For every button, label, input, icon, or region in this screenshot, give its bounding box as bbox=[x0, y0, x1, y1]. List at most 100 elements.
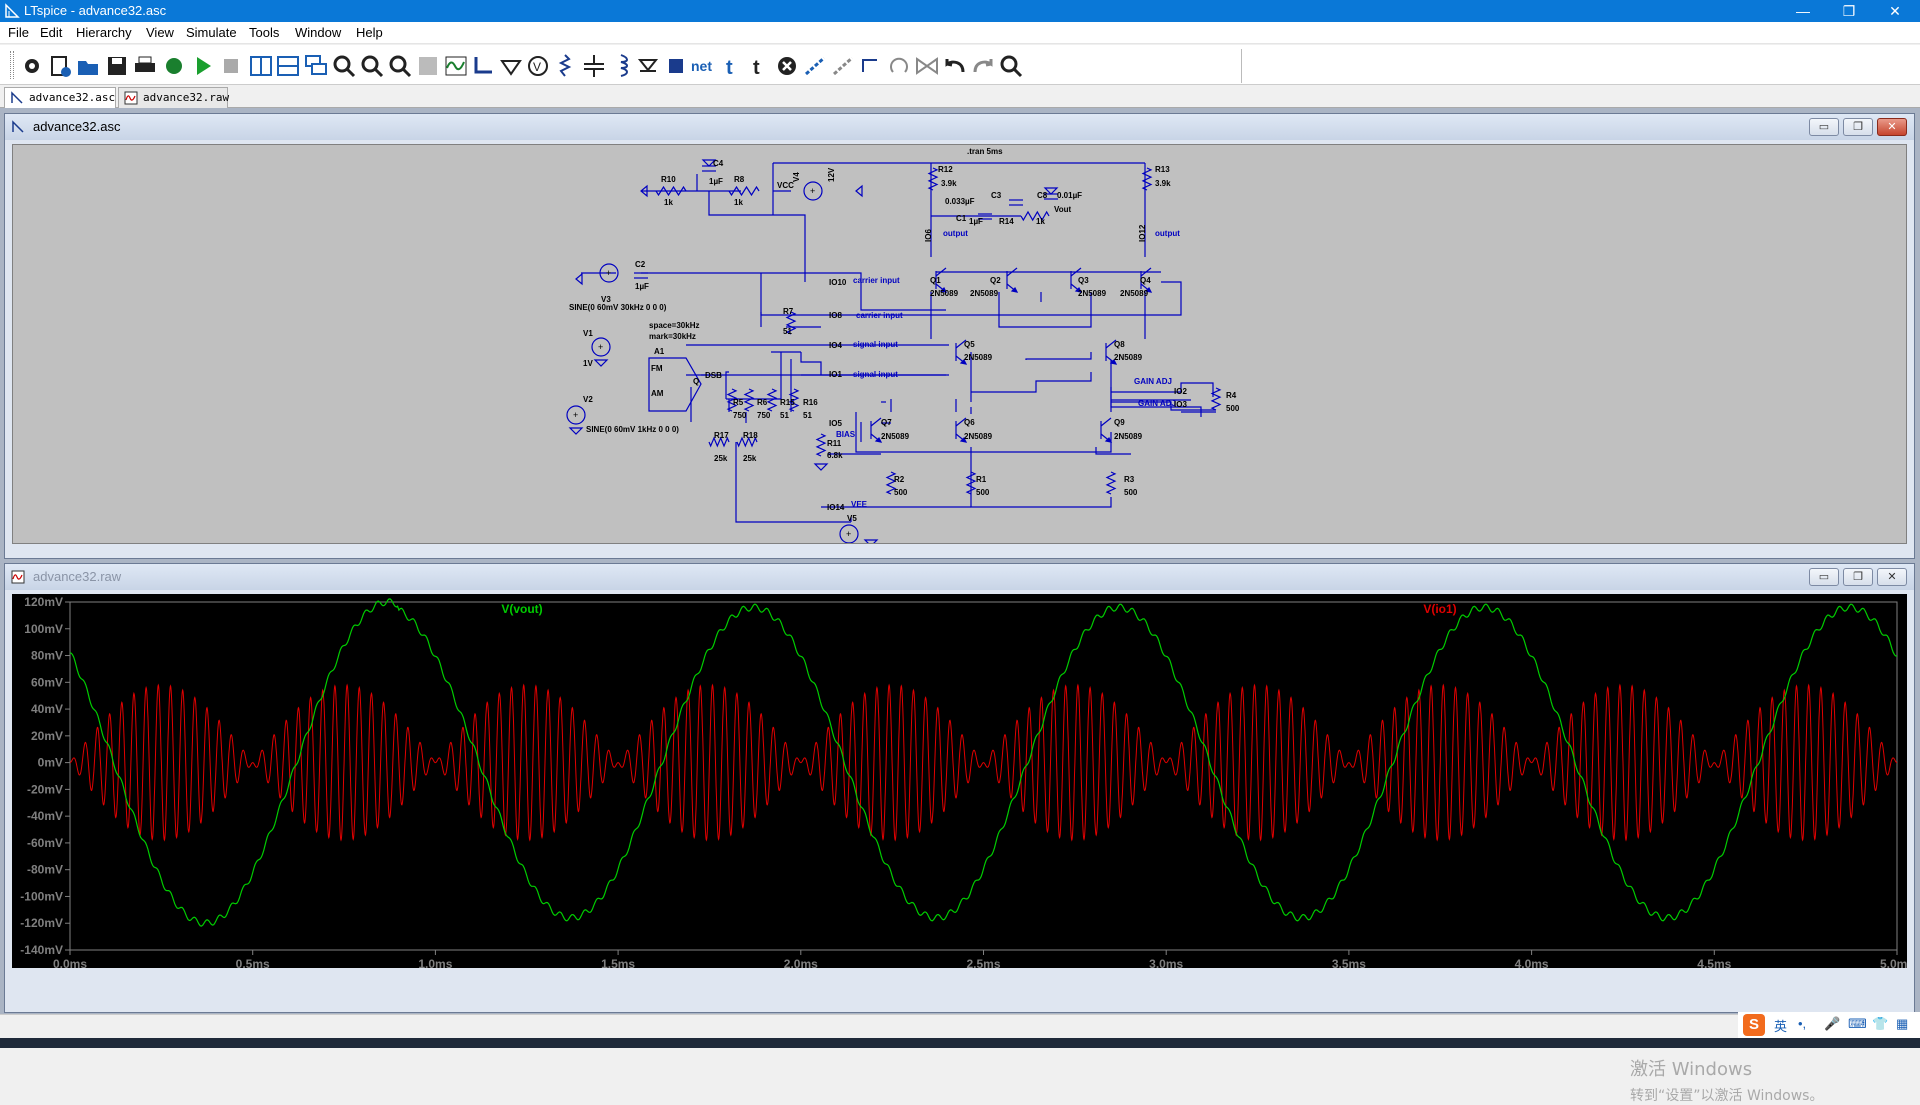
resistor-r10[interactable] bbox=[655, 185, 687, 197]
drag-icon[interactable] bbox=[857, 52, 885, 80]
zoom-fit-icon[interactable] bbox=[386, 52, 414, 80]
transistor-q6[interactable] bbox=[955, 417, 968, 443]
net-icon[interactable]: net bbox=[690, 52, 718, 80]
wire[interactable] bbox=[1095, 447, 1131, 455]
zoom-out-icon[interactable] bbox=[358, 52, 386, 80]
resistor-r1[interactable] bbox=[965, 471, 977, 495]
voltage-source-v4[interactable]: + bbox=[803, 181, 823, 201]
voltage-source-v3[interactable]: + bbox=[599, 263, 619, 283]
wire[interactable] bbox=[800, 352, 822, 375]
menu-help[interactable]: Help bbox=[356, 25, 383, 40]
wire[interactable] bbox=[726, 352, 782, 400]
transistor-q1[interactable] bbox=[935, 267, 948, 293]
resistor-r11[interactable] bbox=[815, 433, 827, 457]
minimize-button[interactable]: — bbox=[1796, 3, 1810, 19]
settings-icon[interactable] bbox=[18, 52, 46, 80]
ground-symbol[interactable] bbox=[593, 359, 609, 367]
halt-icon[interactable] bbox=[217, 52, 245, 80]
text-icon[interactable]: t bbox=[718, 52, 746, 80]
resistor-r7[interactable] bbox=[785, 311, 797, 335]
duplicate-icon[interactable] bbox=[801, 52, 829, 80]
tile-vertical-icon[interactable] bbox=[247, 52, 275, 80]
resistor-r2[interactable] bbox=[885, 471, 897, 495]
child-minimize-button[interactable]: ▭ bbox=[1809, 568, 1839, 586]
resistor-r16[interactable] bbox=[788, 388, 800, 412]
transistor-q5[interactable] bbox=[955, 339, 968, 365]
toolbox-icon[interactable]: ▦ bbox=[1896, 1016, 1909, 1031]
component-icon[interactable] bbox=[662, 52, 690, 80]
transistor-q3[interactable] bbox=[1070, 267, 1083, 293]
voltage-source-v1[interactable]: + bbox=[591, 337, 611, 357]
child-restore-button[interactable]: ❐ bbox=[1843, 568, 1873, 586]
waveform-window-titlebar[interactable]: advance32.raw ▭ ❐ ✕ bbox=[5, 564, 1914, 590]
resistor-r17[interactable] bbox=[708, 436, 730, 448]
open-icon[interactable] bbox=[74, 52, 102, 80]
resistor-r5[interactable] bbox=[726, 388, 738, 412]
ac-analysis-icon[interactable] bbox=[160, 52, 188, 80]
capacitor-c3[interactable] bbox=[1009, 199, 1023, 206]
microphone-icon[interactable]: 🎤 bbox=[1824, 1016, 1841, 1031]
undo-icon[interactable] bbox=[941, 52, 969, 80]
menu-edit[interactable]: Edit bbox=[40, 25, 63, 40]
new-schematic-icon[interactable] bbox=[46, 52, 74, 80]
resistor-r8[interactable] bbox=[728, 185, 760, 197]
port-arrow[interactable] bbox=[855, 184, 863, 198]
ground-symbol[interactable] bbox=[1043, 187, 1059, 195]
resistor-r18[interactable] bbox=[736, 436, 758, 448]
skin-icon[interactable]: 👕 bbox=[1872, 1016, 1889, 1031]
keyboard-icon[interactable]: ⌨ bbox=[1848, 1016, 1867, 1031]
resistor-r4[interactable] bbox=[1210, 387, 1222, 411]
tab-schematic[interactable]: advance32.asc bbox=[4, 87, 116, 108]
resistor-r6[interactable] bbox=[743, 388, 755, 412]
inductor-icon[interactable] bbox=[607, 52, 635, 80]
ime-punctuation-icon[interactable]: •, bbox=[1798, 1016, 1807, 1031]
ime-language[interactable]: 英 bbox=[1774, 1019, 1788, 1034]
tab-waveform[interactable]: advance32.raw bbox=[118, 87, 229, 108]
spice-directive-icon[interactable]: t bbox=[745, 52, 773, 80]
run-icon[interactable] bbox=[189, 52, 217, 80]
zoom-in-icon[interactable] bbox=[330, 52, 358, 80]
child-close-button[interactable]: ✕ bbox=[1877, 118, 1907, 136]
autorange-icon[interactable] bbox=[414, 52, 442, 80]
ground-symbol[interactable] bbox=[568, 427, 584, 435]
menu-file[interactable]: File bbox=[8, 25, 29, 40]
menu-window[interactable]: Window bbox=[295, 25, 342, 40]
waveform-icon[interactable] bbox=[442, 52, 470, 80]
mirror-icon[interactable] bbox=[913, 52, 941, 80]
maximize-button[interactable]: ❐ bbox=[1842, 3, 1856, 19]
resistor-r13[interactable] bbox=[1141, 167, 1153, 191]
transistor-q2[interactable] bbox=[1006, 267, 1019, 293]
resistor-r12[interactable] bbox=[927, 167, 939, 191]
ground-symbol[interactable] bbox=[575, 272, 583, 286]
label-net-icon[interactable]: V bbox=[524, 52, 552, 80]
wire[interactable] bbox=[998, 292, 1092, 328]
menu-tools[interactable]: Tools bbox=[249, 25, 280, 40]
diode-icon[interactable] bbox=[634, 52, 662, 80]
rotate-icon[interactable] bbox=[885, 52, 913, 80]
series-v-io1-trace[interactable] bbox=[70, 683, 1897, 842]
resistor-r15[interactable] bbox=[766, 388, 778, 412]
move-icon[interactable] bbox=[829, 52, 857, 80]
voltage-source-v5[interactable]: + bbox=[839, 524, 859, 543]
child-restore-button[interactable]: ❐ bbox=[1843, 118, 1873, 136]
ground-symbol[interactable] bbox=[701, 159, 717, 167]
voltage-source-v2[interactable]: + bbox=[566, 405, 586, 425]
wire[interactable] bbox=[1111, 382, 1214, 397]
ground-symbol[interactable] bbox=[813, 463, 829, 471]
delete-icon[interactable] bbox=[773, 52, 801, 80]
schematic-window-titlebar[interactable]: advance32.asc ▭ ❐ ✕ bbox=[5, 114, 1914, 140]
wire[interactable] bbox=[708, 191, 806, 282]
transistor-q7[interactable] bbox=[870, 417, 883, 443]
sogou-logo-icon[interactable]: S bbox=[1743, 1014, 1765, 1036]
ground-icon[interactable] bbox=[497, 52, 525, 80]
capacitor-icon[interactable] bbox=[580, 52, 608, 80]
menu-simulate[interactable]: Simulate bbox=[186, 25, 237, 40]
menu-view[interactable]: View bbox=[146, 25, 174, 40]
wire[interactable] bbox=[735, 442, 831, 523]
redo-icon[interactable] bbox=[969, 52, 997, 80]
capacitor-c1[interactable] bbox=[978, 213, 992, 220]
child-minimize-button[interactable]: ▭ bbox=[1809, 118, 1839, 136]
modulator-a1[interactable] bbox=[648, 357, 702, 412]
